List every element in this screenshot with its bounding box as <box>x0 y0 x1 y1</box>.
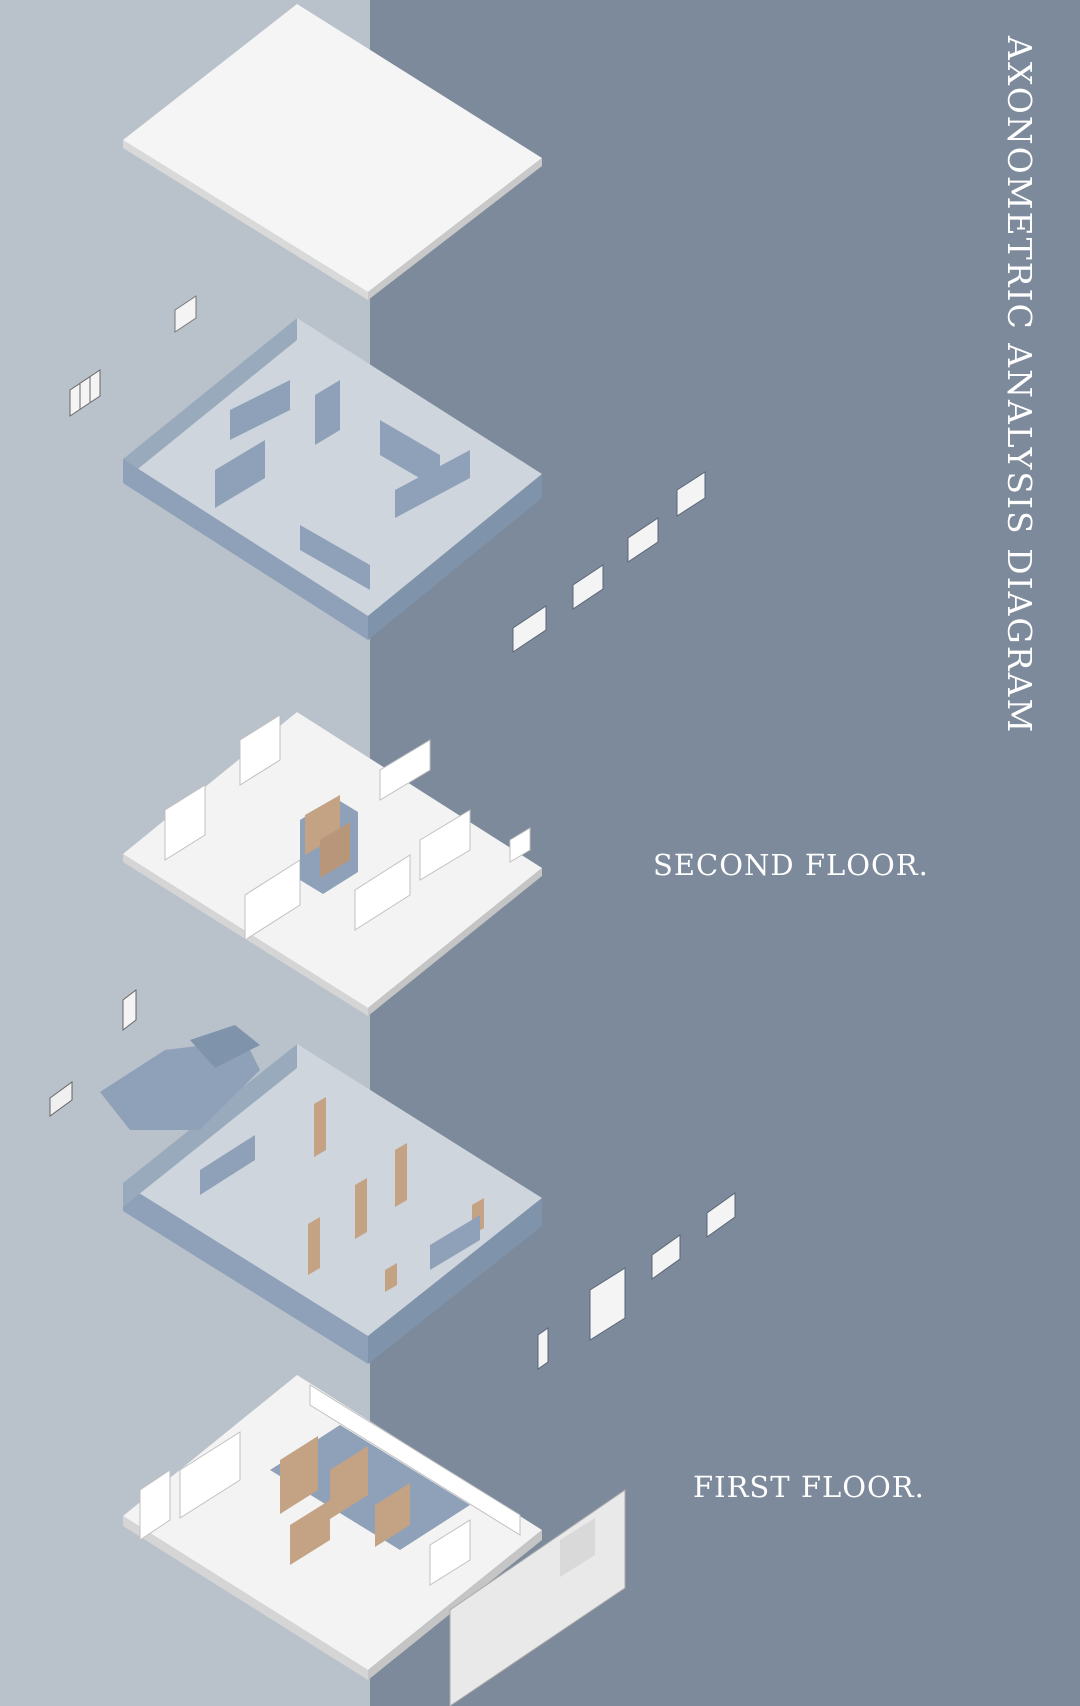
second-floor-label: SECOND FLOOR. <box>653 848 929 882</box>
first-floor-label: FIRST FLOOR. <box>693 1470 925 1504</box>
detached-panels-mid <box>49 988 137 1117</box>
diagram-title: AXONOMETRIC ANALYSIS DIAGRAM <box>1000 36 1039 735</box>
second-floor-interior <box>123 712 542 1016</box>
roof-slab <box>123 4 542 300</box>
detached-window-small-1 <box>174 295 197 333</box>
detached-window-small-2 <box>69 369 101 417</box>
detached-windows-second-floor <box>512 471 706 653</box>
first-floor-interior <box>123 1375 542 1680</box>
second-floor-walls <box>123 318 542 640</box>
first-floor-walls <box>100 1025 542 1364</box>
detached-windows-first-floor <box>537 1192 736 1370</box>
detached-facade-panel <box>449 1489 626 1706</box>
